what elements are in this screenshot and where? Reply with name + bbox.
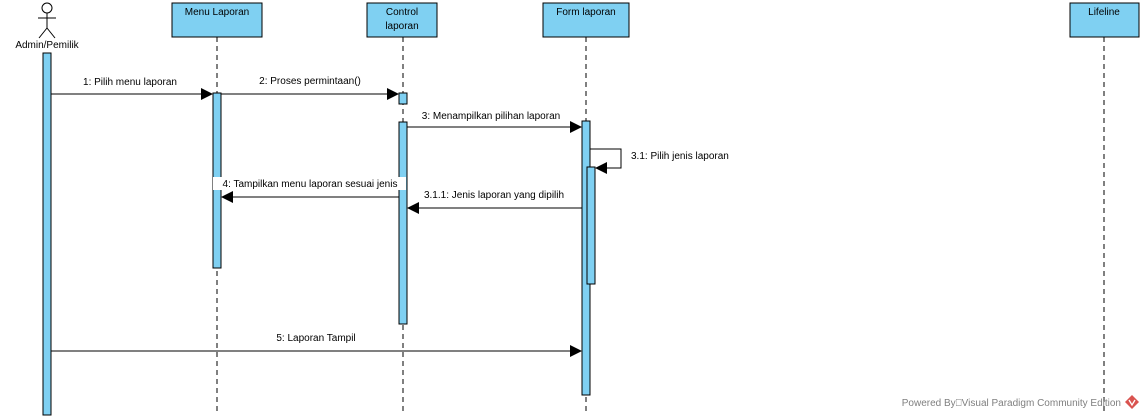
actor-admin-pemilik[interactable]: Admin/Pemilik — [15, 2, 80, 51]
message-1-label: 1: Pilih menu laporan — [83, 77, 177, 88]
message-3-1-self[interactable]: 3.1: Pilih jenis laporan — [590, 148, 729, 174]
lifeline-control-laporan-label-line1: Control — [386, 7, 418, 18]
message-1[interactable]: 1: Pilih menu laporan — [51, 77, 213, 100]
activation-actor — [42, 52, 52, 416]
visual-paradigm-logo-icon — [1125, 395, 1139, 409]
activation-control-2 — [398, 121, 408, 325]
message-3[interactable]: 3: Menampilkan pilihan laporan — [407, 111, 582, 133]
lifeline-menu-laporan[interactable]: Menu Laporan — [171, 2, 263, 38]
lifeline-control-laporan-label-line2: laporan — [385, 21, 418, 32]
activation-form-nested — [586, 166, 596, 285]
message-5-label: 5: Laporan Tampil — [276, 333, 355, 344]
message-2[interactable]: 2: Proses permintaan() — [221, 76, 399, 100]
message-3-label: 3: Menampilkan pilihan laporan — [422, 111, 560, 122]
lifeline-generic[interactable]: Lifeline — [1069, 2, 1140, 38]
footer-watermark: Powered By⎕Visual Paradigm Community Edi… — [902, 395, 1139, 409]
message-3-1-label: 3.1: Pilih jenis laporan — [631, 151, 729, 162]
actor-name: Admin/Pemilik — [15, 40, 79, 51]
message-2-label: 2: Proses permintaan() — [259, 76, 361, 87]
lifeline-form-laporan-label: Form laporan — [556, 7, 615, 18]
lifeline-menu-laporan-label: Menu Laporan — [185, 7, 250, 18]
message-5[interactable]: 5: Laporan Tampil — [51, 333, 582, 357]
footer-text: Powered By⎕Visual Paradigm Community Edi… — [902, 398, 1121, 409]
message-3-1-1-label: 3.1.1: Jenis laporan yang dipilih — [424, 190, 564, 201]
stick-figure-actor-icon — [38, 2, 56, 39]
lifeline-generic-label: Lifeline — [1088, 7, 1120, 18]
message-3-1-1[interactable]: 3.1.1: Jenis laporan yang dipilih — [407, 187, 582, 214]
lifeline-control-laporan[interactable]: Control laporan — [366, 2, 438, 38]
lifeline-form-laporan[interactable]: Form laporan — [542, 2, 630, 38]
message-4-label: 4: Tampilkan menu laporan sesuai jenis — [223, 179, 398, 190]
message-4[interactable]: 4: Tampilkan menu laporan sesuai jenis — [213, 177, 406, 203]
activation-control-1 — [398, 92, 408, 105]
